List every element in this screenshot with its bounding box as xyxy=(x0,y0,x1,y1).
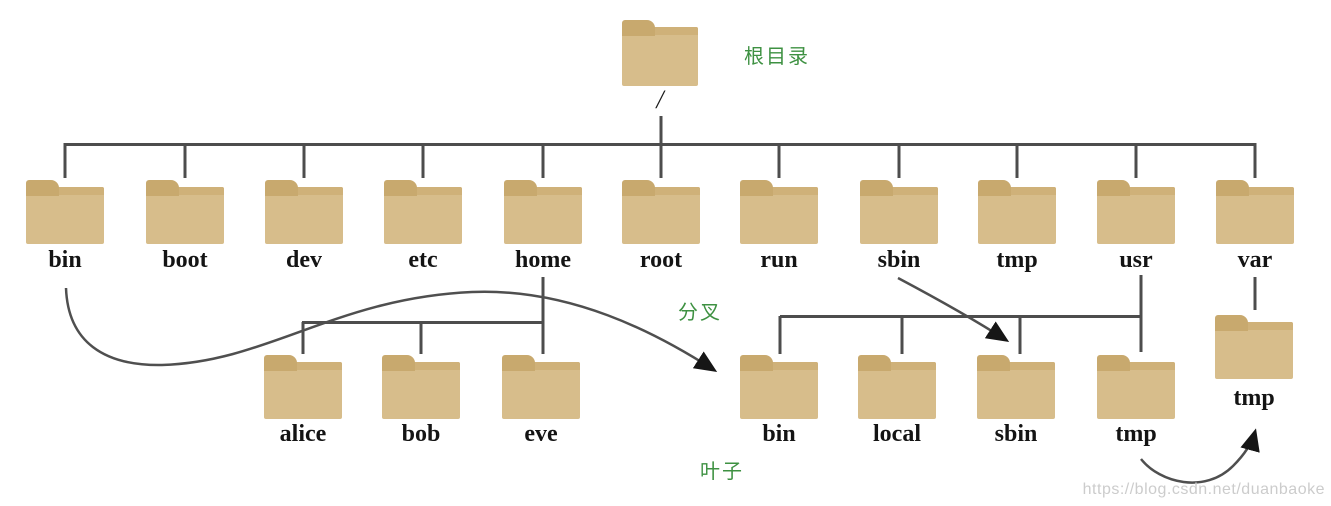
annotation-root-directory: 根目录 xyxy=(744,46,810,68)
folder-label: root xyxy=(639,247,683,273)
folder-label: boot xyxy=(162,247,208,273)
folder-label: bin xyxy=(48,247,82,273)
folder-label: usr xyxy=(1119,247,1153,273)
folder-icon xyxy=(622,180,700,244)
folder-icon xyxy=(1097,180,1175,244)
folder-label: run xyxy=(760,247,798,273)
folder-icon xyxy=(977,355,1055,419)
folder-icon xyxy=(740,180,818,244)
arrow-sbin-to-usr-sbin xyxy=(897,276,1010,343)
folder-label: local xyxy=(873,421,921,447)
folder-icon xyxy=(384,180,462,244)
folder-icon xyxy=(502,355,580,419)
folder-label: tmp xyxy=(1115,421,1157,447)
folder-icon xyxy=(858,355,936,419)
folder-label: home xyxy=(515,247,571,273)
folder-label: tmp xyxy=(996,247,1038,273)
folder-label: var xyxy=(1237,247,1273,273)
folder-icon xyxy=(504,180,582,244)
folder-icon xyxy=(265,180,343,244)
folder-icon xyxy=(264,355,342,419)
folder-label: sbin xyxy=(877,247,921,273)
folder-label: alice xyxy=(279,421,327,447)
arrow-bin-to-usr-bin xyxy=(64,287,718,373)
level1-stubs xyxy=(63,143,1257,178)
folder-label: sbin xyxy=(994,421,1038,447)
folder-icon xyxy=(1215,315,1293,379)
folder-icon xyxy=(978,180,1056,244)
folder-icon xyxy=(1097,355,1175,419)
folder-icon xyxy=(146,180,224,244)
folder-icon xyxy=(740,355,818,419)
folder-label: tmp xyxy=(1233,385,1275,411)
folder-label: dev xyxy=(286,247,322,273)
annotation-leaf: 叶子 xyxy=(700,461,744,483)
folder-label: bob xyxy=(401,421,441,447)
folder-label: etc xyxy=(408,247,438,273)
home-subtree-connectors xyxy=(301,277,545,354)
annotation-fork: 分叉 xyxy=(678,302,722,324)
folder-label: bin xyxy=(762,421,796,447)
usr-subtree-connectors xyxy=(778,275,1143,354)
folder-icon xyxy=(26,180,104,244)
folder-icon xyxy=(1216,180,1294,244)
folder-icon xyxy=(860,180,938,244)
folder-label: eve xyxy=(524,421,558,447)
folder-icon xyxy=(382,355,460,419)
arrow-usr-tmp-to-var-tmp xyxy=(1140,428,1260,484)
root-folder-label: / xyxy=(656,85,664,114)
folder-icon xyxy=(622,20,698,86)
watermark: https://blog.csdn.net/duanbaoke xyxy=(1082,481,1325,498)
